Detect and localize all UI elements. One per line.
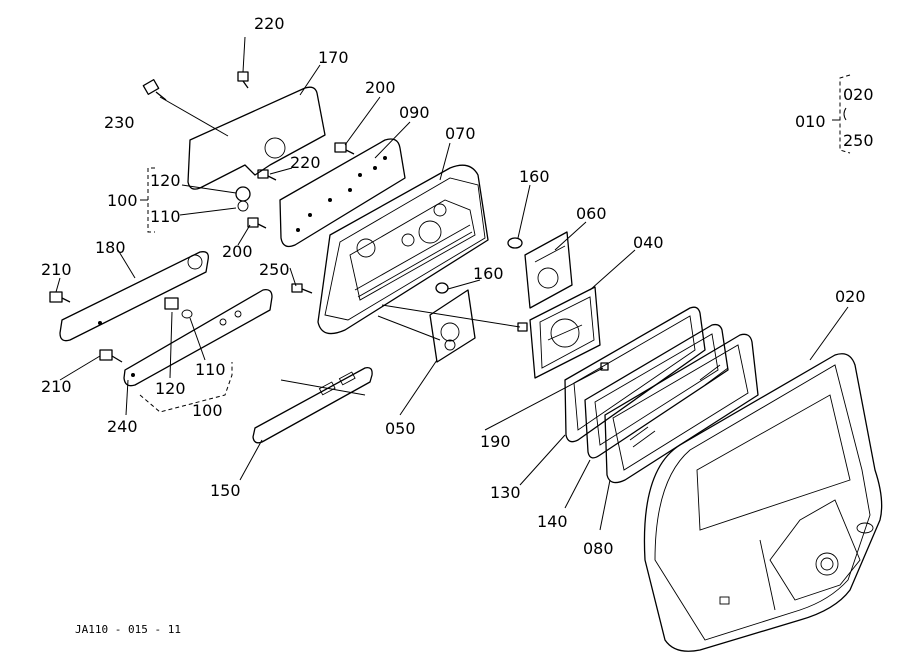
label-100-bottom: 100 bbox=[192, 401, 223, 420]
label-020: 020 bbox=[835, 287, 866, 306]
label-110-top: 110 bbox=[150, 207, 181, 226]
label-160-top: 160 bbox=[519, 167, 550, 186]
label-110-bottom: 110 bbox=[195, 360, 226, 379]
group-bracket-100-top bbox=[140, 167, 155, 233]
label-220-top: 220 bbox=[254, 14, 285, 33]
label-010-group: 010 bbox=[795, 112, 826, 131]
label-250-group: 250 bbox=[843, 131, 874, 150]
label-080: 080 bbox=[583, 539, 614, 558]
part-170-plate bbox=[187, 86, 326, 190]
bulb-160-top bbox=[507, 237, 523, 249]
label-170: 170 bbox=[318, 48, 349, 67]
label-220-mid: 220 bbox=[290, 153, 321, 172]
bulb-160-mid bbox=[435, 282, 449, 294]
label-100-top: 100 bbox=[107, 191, 138, 210]
screw-220-top bbox=[237, 71, 249, 89]
part-090-circuit-board bbox=[279, 138, 406, 248]
part-080-glass-frame bbox=[604, 333, 759, 484]
drawing-code: JA110 - 015 - 11 bbox=[75, 623, 181, 636]
screw-220-mid bbox=[257, 169, 277, 181]
part-040-dial-plate bbox=[529, 286, 601, 379]
label-130: 130 bbox=[490, 483, 521, 502]
label-040: 040 bbox=[633, 233, 664, 252]
screw-210-top bbox=[49, 291, 71, 303]
socket-120-bottom bbox=[164, 297, 193, 319]
label-200-bottom: 200 bbox=[222, 242, 253, 261]
part-070-housing bbox=[317, 164, 489, 335]
label-240: 240 bbox=[107, 417, 138, 436]
part-240-bar bbox=[123, 289, 273, 387]
label-190: 190 bbox=[480, 432, 511, 451]
label-070: 070 bbox=[445, 124, 476, 143]
label-210-bottom: 210 bbox=[41, 377, 72, 396]
group-bracket-010 bbox=[832, 74, 851, 154]
label-160-mid: 160 bbox=[473, 264, 504, 283]
label-140: 140 bbox=[537, 512, 568, 531]
label-050: 050 bbox=[385, 419, 416, 438]
part-130-gasket bbox=[564, 306, 706, 443]
screw-190 bbox=[600, 362, 609, 371]
label-120-bottom: 120 bbox=[155, 379, 186, 398]
part-150-strip bbox=[252, 367, 373, 444]
label-230: 230 bbox=[104, 113, 135, 132]
label-060: 060 bbox=[576, 204, 607, 223]
screw-210-bottom bbox=[99, 349, 123, 363]
label-090: 090 bbox=[399, 103, 430, 122]
label-120-top: 120 bbox=[150, 171, 181, 190]
label-250: 250 bbox=[259, 260, 290, 279]
screw-200-bottom bbox=[247, 217, 267, 229]
screw-250 bbox=[291, 283, 313, 294]
part-140-frame bbox=[584, 323, 729, 459]
label-020-group: 020 bbox=[843, 85, 874, 104]
label-200-top: 200 bbox=[365, 78, 396, 97]
group-bracket-100-bottom bbox=[139, 362, 233, 413]
screw-230 bbox=[142, 79, 167, 101]
part-050-gauge bbox=[429, 289, 476, 363]
label-180: 180 bbox=[95, 238, 126, 257]
label-210-top: 210 bbox=[41, 260, 72, 279]
part-020-front-bezel bbox=[643, 353, 883, 652]
part-060-gauge bbox=[524, 231, 573, 309]
leader-lines bbox=[55, 36, 849, 531]
label-150: 150 bbox=[210, 481, 241, 500]
part-180-bar bbox=[59, 251, 209, 342]
bulb-110-top bbox=[235, 186, 251, 212]
screw-200-top bbox=[334, 142, 355, 155]
